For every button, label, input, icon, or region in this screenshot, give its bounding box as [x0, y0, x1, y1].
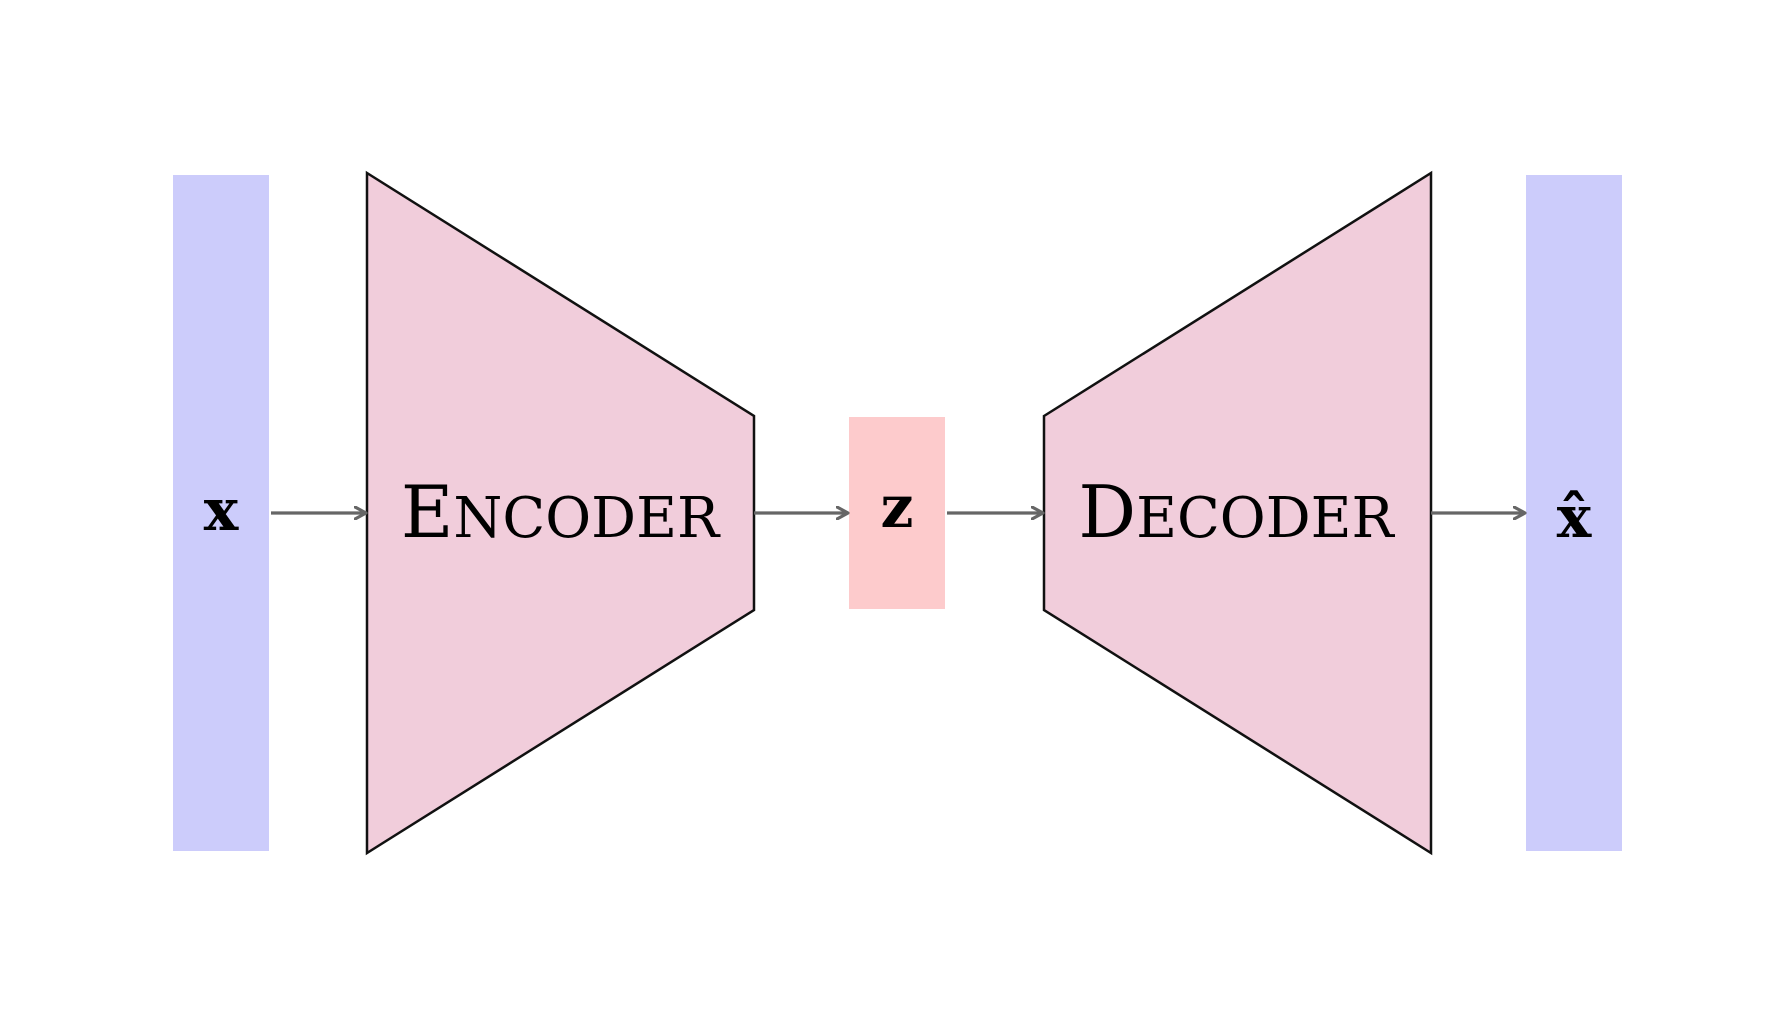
encoder-label: ENCODER — [401, 470, 721, 554]
encoder-label-initial: E — [401, 470, 454, 554]
decoder-label: DECODER — [1078, 470, 1395, 554]
encoder-label-rest: NCODER — [453, 486, 721, 551]
output-vector-block — [1526, 175, 1622, 851]
latent-label: z — [881, 473, 914, 541]
decoder-block — [1042, 170, 1433, 856]
decoder-label-rest: ECODER — [1136, 486, 1395, 551]
latent-block — [849, 417, 945, 609]
encoder-block — [365, 170, 756, 856]
input-vector-label: x — [204, 476, 239, 544]
input-vector-block — [173, 175, 269, 851]
decoder-label-initial: D — [1078, 470, 1136, 554]
output-vector-label: x̂ — [1557, 483, 1592, 551]
